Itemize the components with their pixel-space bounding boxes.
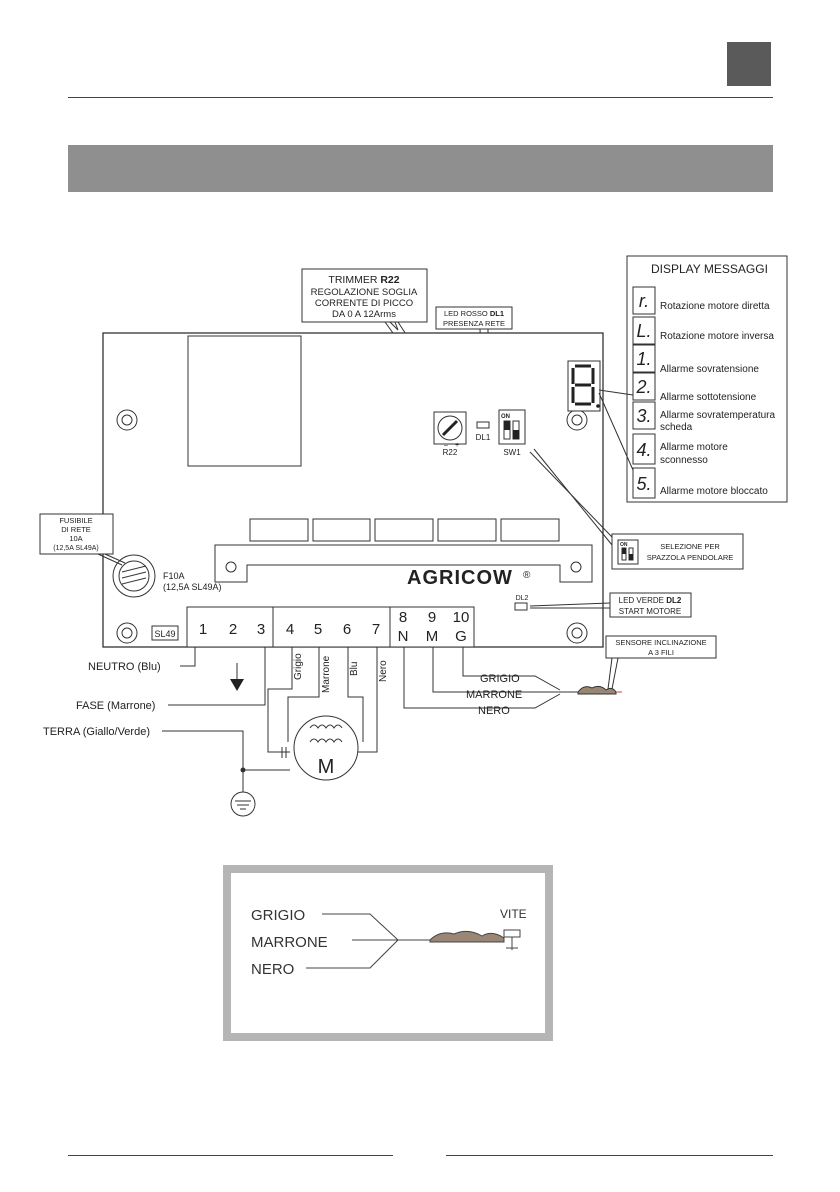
footer-rule-left (68, 1155, 393, 1156)
sensor-wiring (403, 647, 622, 709)
svg-text:9: 9 (428, 609, 436, 626)
svg-text:r.: r. (639, 291, 649, 311)
svg-text:GRIGIO: GRIGIO (251, 907, 305, 924)
svg-text:8: 8 (399, 609, 407, 626)
section-title-bar (68, 145, 773, 192)
svg-text:DI RETE: DI RETE (61, 525, 91, 534)
svg-text:ON: ON (620, 542, 628, 548)
svg-text:SW1: SW1 (503, 448, 521, 457)
seven-segment-display (567, 360, 601, 412)
svg-text:FUSIBILE: FUSIBILE (59, 516, 92, 525)
svg-text:sconnesso: sconnesso (660, 455, 708, 466)
sensor-callout: SENSORE INCLINAZIONE A 3 FILI (605, 635, 717, 690)
led-dl2-callout: LED VERDE DL2 START MOTORE (529, 592, 692, 618)
svg-text:Rotazione motore diretta: Rotazione motore diretta (660, 301, 770, 312)
svg-text:4: 4 (286, 621, 294, 638)
svg-text:2: 2 (229, 621, 237, 638)
dip-switch-sw1: ON SW1 (498, 409, 526, 457)
svg-text:1: 1 (199, 621, 207, 638)
svg-text:DL1: DL1 (476, 433, 491, 442)
page-tab (727, 42, 771, 86)
svg-text:Allarme sottotensione: Allarme sottotensione (660, 392, 757, 403)
transformer-outline (187, 335, 302, 467)
svg-text:M: M (318, 756, 335, 778)
svg-text:10: 10 (453, 609, 470, 626)
svg-text:PRESENZA RETE: PRESENZA RETE (443, 319, 505, 328)
led-dl1 (476, 421, 490, 429)
svg-text:DL2: DL2 (516, 595, 529, 602)
svg-text:Nero: Nero (378, 660, 389, 682)
svg-text:ON: ON (501, 414, 510, 420)
svg-text:NERO: NERO (251, 961, 294, 978)
control-board: – + R22 DL1 ON SW1 AGRICOW ® (102, 332, 604, 648)
svg-text:2.: 2. (635, 377, 651, 397)
svg-text:M: M (426, 628, 439, 645)
svg-text:(12,5A SL49A): (12,5A SL49A) (53, 545, 99, 552)
svg-text:Allarme sovratensione: Allarme sovratensione (660, 364, 759, 375)
svg-text:VITE: VITE (500, 907, 527, 921)
svg-text:7: 7 (372, 621, 380, 638)
svg-text:Allarme motore bloccato: Allarme motore bloccato (660, 486, 768, 497)
svg-text:SPAZZOLA PENDOLARE: SPAZZOLA PENDOLARE (647, 553, 734, 562)
svg-text:DISPLAY MESSAGGI: DISPLAY MESSAGGI (651, 262, 768, 276)
svg-text:1.: 1. (636, 349, 651, 369)
svg-text:scheda: scheda (660, 422, 693, 433)
svg-text:3.: 3. (636, 406, 651, 426)
svg-text:Rotazione motore inversa: Rotazione motore inversa (660, 331, 774, 342)
svg-text:SL49: SL49 (154, 629, 175, 639)
svg-text:5: 5 (314, 621, 322, 638)
footer-rule-right (446, 1155, 773, 1156)
svg-text:GRIGIO: GRIGIO (480, 673, 520, 685)
svg-text:LED ROSSO DL1: LED ROSSO DL1 (444, 309, 504, 318)
svg-text:NEUTRO (Blu): NEUTRO (Blu) (88, 661, 161, 673)
svg-text:CORRENTE DI PICCO: CORRENTE DI PICCO (315, 298, 413, 309)
svg-text:TERRA (Giallo/Verde): TERRA (Giallo/Verde) (43, 726, 150, 738)
motor-wiring (267, 647, 378, 781)
svg-text:SELEZIONE PER: SELEZIONE PER (660, 542, 720, 551)
svg-text:+: + (455, 442, 459, 449)
led-dl2 (514, 602, 528, 611)
selector-callout: ON SELEZIONE PER SPAZZOLA PENDOLARE (529, 448, 744, 570)
svg-text:MARRONE: MARRONE (251, 934, 328, 951)
svg-text:Marrone: Marrone (321, 655, 332, 693)
svg-text:TRIMMER R22: TRIMMER R22 (328, 274, 399, 286)
svg-text:10A: 10A (69, 534, 82, 543)
svg-text:LED VERDE DL2: LED VERDE DL2 (619, 596, 682, 605)
svg-text:5.: 5. (636, 474, 651, 494)
svg-text:G: G (455, 628, 467, 645)
fuse-f10a: F10A (12,5A SL49A) (112, 554, 222, 598)
svg-text:START MOTORE: START MOTORE (619, 607, 682, 616)
svg-text:Grigio: Grigio (293, 653, 304, 680)
svg-text:DA 0 A 12Arms: DA 0 A 12Arms (332, 309, 396, 320)
svg-text:A 3 FILI: A 3 FILI (648, 648, 674, 657)
mains-wiring (162, 647, 290, 817)
svg-text:Blu: Blu (349, 662, 360, 676)
trimmer-callout: TRIMMER R22 REGOLAZIONE SOGLIA CORRENTE … (301, 268, 453, 406)
svg-text:FASE (Marrone): FASE (Marrone) (76, 700, 155, 712)
sensor-inset: GRIGIO MARRONE NERO VITE (223, 865, 553, 1041)
svg-text:MARRONE: MARRONE (466, 689, 522, 701)
svg-text:N: N (398, 628, 409, 645)
svg-text:6: 6 (343, 621, 351, 638)
svg-text:REGOLAZIONE SOGLIA: REGOLAZIONE SOGLIA (311, 287, 418, 298)
svg-text:–: – (444, 442, 448, 449)
svg-text:(12,5A SL49A): (12,5A SL49A) (163, 582, 222, 592)
header-rule (68, 97, 773, 98)
svg-text:R22: R22 (443, 448, 458, 457)
display-messages-panel: DISPLAY MESSAGGI r. L. 1. 2. 3. 4. 5. Ro… (598, 255, 788, 503)
svg-text:Allarme motore: Allarme motore (660, 442, 728, 453)
svg-text:Allarme sovratemperatura: Allarme sovratemperatura (660, 410, 775, 421)
svg-text:AGRICOW: AGRICOW (407, 567, 513, 589)
svg-text:®: ® (523, 570, 531, 581)
svg-text:NERO: NERO (478, 705, 510, 717)
svg-text:3: 3 (257, 621, 265, 638)
svg-text:L.: L. (636, 321, 651, 341)
svg-text:SENSORE INCLINAZIONE: SENSORE INCLINAZIONE (615, 638, 706, 647)
trimmer-r22: – + R22 (433, 411, 467, 457)
svg-text:4.: 4. (636, 440, 651, 460)
fuse-callout: FUSIBILE DI RETE 10A (12,5A SL49A) (39, 513, 126, 566)
svg-text:F10A: F10A (163, 571, 185, 581)
